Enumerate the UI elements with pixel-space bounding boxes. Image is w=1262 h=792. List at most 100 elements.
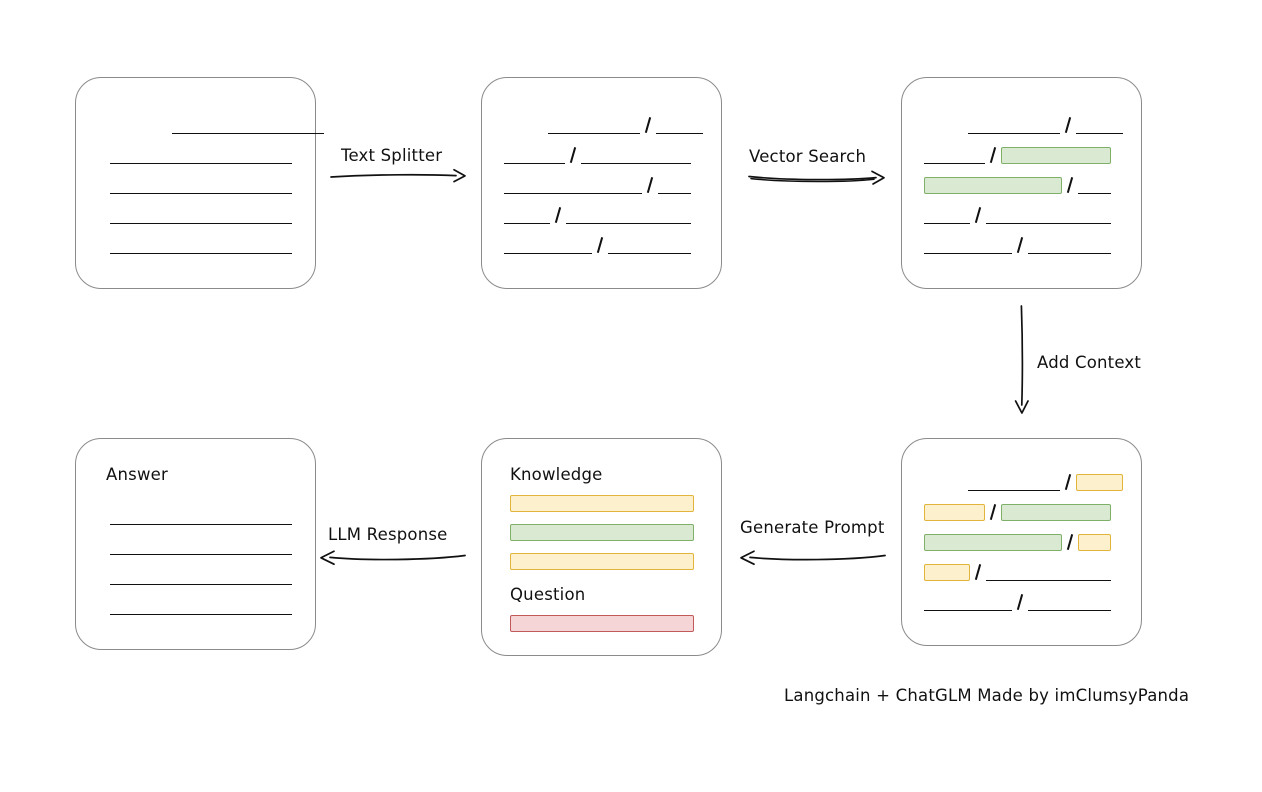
text-row	[548, 116, 703, 134]
text-row	[110, 537, 292, 555]
slash-separator	[640, 116, 656, 134]
slash-separator	[1062, 176, 1078, 194]
slash-separator	[550, 206, 566, 224]
card-source-document[interactable]	[75, 77, 324, 289]
question-heading: Question	[510, 585, 586, 604]
text-line-segment	[658, 176, 691, 194]
text-row	[924, 236, 1111, 254]
text-row	[504, 236, 691, 254]
text-row	[924, 593, 1111, 611]
text-line-segment	[656, 116, 703, 134]
text-line-segment	[110, 597, 292, 615]
arrow-label-generate-prompt: Generate Prompt	[740, 518, 885, 537]
highlight-segment-green	[924, 176, 1062, 194]
text-row	[172, 116, 324, 134]
text-row	[924, 503, 1111, 521]
card-generated-prompt[interactable]: Knowledge Question	[481, 438, 722, 656]
slash-separator	[970, 206, 986, 224]
prompt-bar-yellow	[510, 495, 694, 512]
text-line-segment	[110, 507, 292, 525]
text-row	[504, 176, 691, 194]
highlight-segment-green	[924, 533, 1062, 551]
text-line-segment	[504, 176, 642, 194]
highlight-segment-green	[1001, 146, 1111, 164]
highlight-segment-yellow	[1076, 473, 1123, 491]
text-line-segment	[968, 473, 1060, 491]
slash-separator	[1012, 593, 1028, 611]
text-line-segment	[172, 116, 324, 134]
text-line-segment	[608, 236, 691, 254]
text-row	[110, 236, 292, 254]
text-line-segment	[110, 567, 292, 585]
slash-separator	[565, 146, 581, 164]
slash-separator	[970, 563, 986, 581]
context-added-rows	[902, 439, 1141, 645]
card-vector-matches[interactable]	[901, 77, 1142, 289]
text-line-segment	[924, 146, 985, 164]
text-line-segment	[986, 563, 1111, 581]
text-line-segment	[986, 206, 1111, 224]
highlight-segment-yellow	[1078, 533, 1111, 551]
slash-separator	[985, 503, 1001, 521]
text-row	[110, 597, 292, 615]
arrow-label-vector-search: Vector Search	[749, 147, 867, 166]
source-document-rows	[76, 78, 324, 288]
text-line-segment	[110, 176, 292, 194]
text-line-segment	[110, 146, 292, 164]
text-row	[924, 533, 1111, 551]
text-row	[924, 146, 1111, 164]
highlight-segment-yellow	[924, 563, 970, 581]
text-row	[504, 146, 691, 164]
text-line-segment	[110, 537, 292, 555]
slash-separator	[642, 176, 658, 194]
prompt-bar-green	[510, 524, 694, 541]
text-row	[110, 567, 292, 585]
answer-heading: Answer	[106, 465, 168, 484]
text-line-segment	[566, 206, 691, 224]
text-row	[110, 176, 292, 194]
text-row	[924, 563, 1111, 581]
text-line-segment	[548, 116, 640, 134]
text-line-segment	[504, 206, 550, 224]
text-row	[924, 176, 1111, 194]
highlight-segment-green	[1001, 503, 1111, 521]
text-line-segment	[1028, 236, 1111, 254]
slash-separator	[592, 236, 608, 254]
arrow-label-add-context: Add Context	[1037, 353, 1142, 372]
text-line-segment	[110, 206, 292, 224]
arrow-label-text-splitter: Text Splitter	[341, 146, 443, 165]
text-line-segment	[924, 593, 1012, 611]
arrow-text-splitter	[330, 168, 468, 186]
text-line-segment	[1028, 593, 1111, 611]
text-row	[504, 206, 691, 224]
text-line-segment	[110, 236, 292, 254]
text-line-segment	[504, 146, 565, 164]
highlight-segment-yellow	[924, 503, 985, 521]
slash-separator	[1060, 473, 1076, 491]
vector-matches-rows	[902, 78, 1141, 288]
credit-text: Langchain + ChatGLM Made by imClumsyPand…	[784, 686, 1190, 705]
slash-separator	[985, 146, 1001, 164]
arrow-add-context	[1012, 305, 1032, 415]
text-line-segment	[1076, 116, 1123, 134]
answer-rows	[76, 439, 315, 649]
text-line-segment	[581, 146, 691, 164]
arrow-vector-search	[748, 168, 888, 188]
text-row	[110, 146, 292, 164]
text-line-segment	[504, 236, 592, 254]
slash-separator	[1062, 533, 1078, 551]
text-row	[924, 206, 1111, 224]
knowledge-heading: Knowledge	[510, 465, 603, 484]
card-answer[interactable]: Answer	[75, 438, 316, 650]
card-split-chunks[interactable]	[481, 77, 722, 289]
slash-separator	[1012, 236, 1028, 254]
split-chunks-rows	[482, 78, 721, 288]
text-line-segment	[924, 236, 1012, 254]
text-line-segment	[1078, 176, 1111, 194]
text-row	[968, 473, 1123, 491]
card-context-added[interactable]	[901, 438, 1142, 646]
text-line-segment	[968, 116, 1060, 134]
arrow-generate-prompt	[738, 548, 886, 568]
prompt-bar-red	[510, 615, 694, 632]
